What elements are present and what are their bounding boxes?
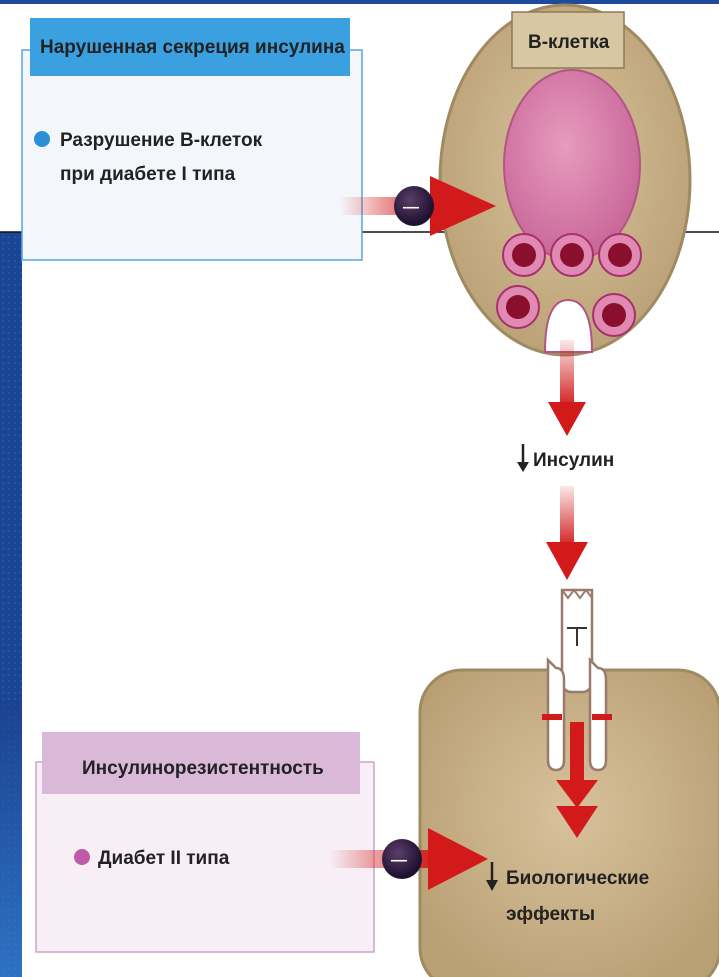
- bullet-icon: [74, 849, 90, 865]
- b-cell-label: В-клетка: [528, 32, 610, 53]
- inhibitor-symbol: —: [403, 199, 419, 216]
- b-cell-label-tag: В-клетка: [512, 12, 624, 68]
- inhibitor-symbol: —: [391, 852, 407, 869]
- insulin-label: Инсулин: [533, 450, 614, 471]
- resistance-bullet: Диабет II типа: [98, 848, 230, 869]
- granule-core: [560, 243, 584, 267]
- secretion-panel: Нарушенная секреция инсулина Разрушение …: [22, 18, 362, 260]
- granule-core: [608, 243, 632, 267]
- granule-core: [602, 303, 626, 327]
- secretion-bullet-line1: Разрушение В-клеток: [60, 130, 263, 151]
- secretion-bullet-line2: при диабете I типа: [60, 164, 236, 185]
- resistance-title: Инсулинорезистентность: [82, 758, 324, 779]
- granule-core: [506, 295, 530, 319]
- b-cell-nucleus: [504, 70, 640, 260]
- resistance-panel: Инсулинорезистентность Диабет II типа: [36, 732, 374, 952]
- bullet-icon: [34, 131, 50, 147]
- effects-line1: Биологические: [506, 868, 649, 889]
- effects-line2: эффекты: [506, 904, 595, 925]
- secretion-title: Нарушенная секреция инсулина: [40, 37, 345, 58]
- granule-core: [512, 243, 536, 267]
